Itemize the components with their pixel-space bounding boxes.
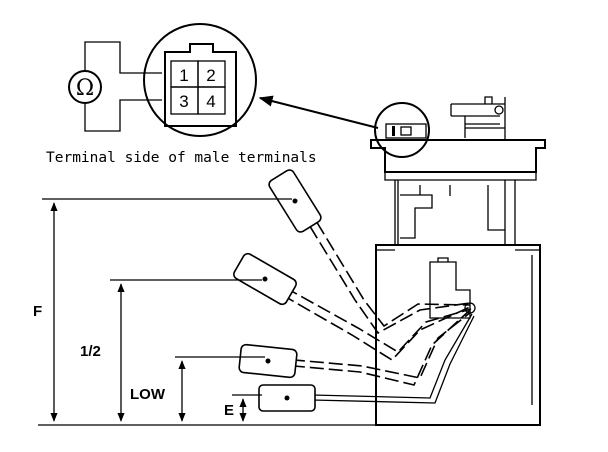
terminal-4-label: 4 <box>206 92 215 111</box>
low-level-label: LOW <box>130 386 166 403</box>
terminal-1-label: 1 <box>179 66 188 85</box>
ohm-symbol: Ω <box>76 76 94 101</box>
half-level-label: 1/2 <box>80 343 101 360</box>
terminal-4-box <box>197 86 226 115</box>
fuel-pump-unit-icon <box>370 96 546 426</box>
ohmmeter-icon: Ω <box>68 41 162 132</box>
terminal-2-label: 2 <box>206 66 215 85</box>
terminal-3-label: 3 <box>179 92 188 111</box>
level-dimensions <box>38 198 380 426</box>
float-icon <box>233 169 322 412</box>
connector-icon: 1 2 3 4 <box>143 23 257 137</box>
full-level-label: F <box>33 303 42 320</box>
empty-level-label: E <box>224 402 234 419</box>
arrow-icon <box>258 95 379 129</box>
float-arms <box>264 205 476 404</box>
caption-text: Terminal side of male terminals <box>46 150 317 166</box>
